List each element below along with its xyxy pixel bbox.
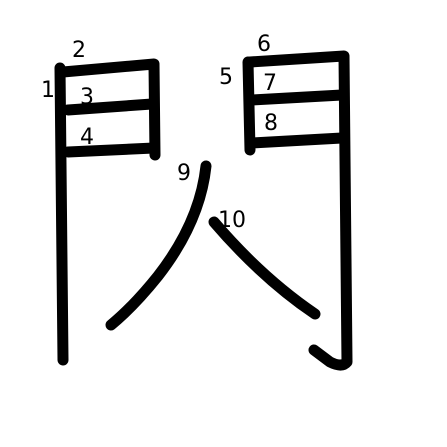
stroke-number-9: 9 — [177, 161, 191, 186]
stroke-number-7: 7 — [263, 71, 277, 96]
stroke-number-6: 6 — [257, 32, 271, 57]
stroke-5 — [242, 56, 256, 156]
stroke-10 — [208, 216, 321, 320]
stroke-2 — [57, 58, 161, 161]
stroke-number-3: 3 — [80, 85, 94, 110]
stroke-number-10: 10 — [218, 208, 246, 233]
stroke-number-1: 1 — [41, 78, 55, 103]
stroke-7 — [246, 89, 348, 106]
stroke-3 — [62, 98, 158, 116]
stroke-number-8: 8 — [264, 111, 278, 136]
stroke-8 — [246, 132, 348, 149]
stroke-9 — [105, 160, 212, 331]
stroke-number-2: 2 — [72, 38, 86, 63]
stroke-4 — [62, 142, 160, 158]
stroke-6 — [244, 50, 353, 371]
stroke-1 — [54, 62, 69, 366]
stroke-number-4: 4 — [80, 125, 94, 150]
stroke-number-5: 5 — [219, 65, 233, 90]
